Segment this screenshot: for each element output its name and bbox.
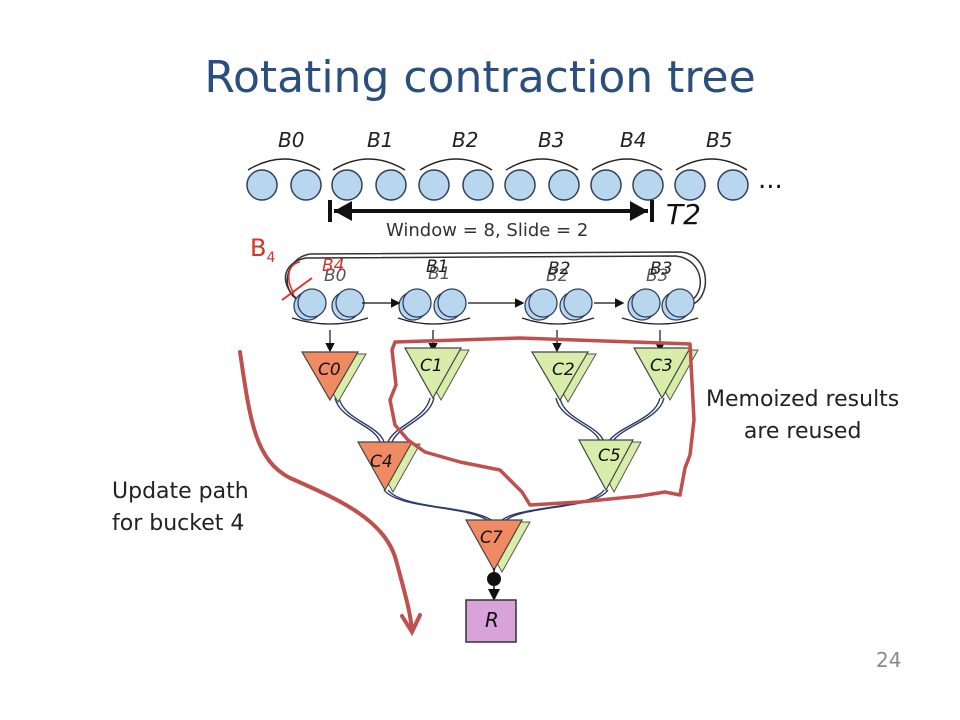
root-node-box [465, 599, 517, 643]
tree-bubble-2-0 [528, 288, 558, 318]
top-bucket-label-3: B3 [538, 128, 565, 152]
top-bucket-bubbles [246, 169, 749, 201]
update-note-line-2: for bucket 4 [112, 511, 245, 536]
node-label-c4: C4 [370, 452, 393, 472]
tree-bucket-shadow-label-3: B3 [646, 266, 669, 286]
window-label: Window = 8, Slide = 2 [386, 220, 589, 241]
top-bubble-0 [246, 169, 278, 201]
node-c7 [464, 519, 524, 572]
ellipsis: ... [758, 165, 783, 195]
top-bracket-1 [332, 158, 406, 171]
tree-bubble-0-1 [335, 288, 365, 318]
tree-bucket-label-2: B2 [548, 259, 571, 279]
top-bubble-6 [504, 169, 536, 201]
node-label-c0: C0 [318, 360, 341, 380]
node-c4 [356, 441, 414, 492]
new-bucket-label-base: B [250, 234, 267, 262]
node-label-c7: C7 [480, 528, 503, 548]
node-c0 [300, 351, 360, 402]
tree-edges [334, 397, 665, 523]
top-bubble-2 [331, 169, 363, 201]
tree-bucket-shadow-label-0: B0 [324, 266, 347, 286]
window-arrow [328, 200, 654, 222]
update-note-line-1: Update path [112, 479, 249, 504]
node-label-c3: C3 [650, 356, 673, 376]
top-bracket-0 [247, 158, 321, 171]
node-label-c2: C2 [552, 360, 575, 380]
root-label: R [485, 608, 499, 632]
tree-bubble-3-0 [631, 288, 661, 318]
top-bubble-4 [418, 169, 450, 201]
contraction-nodes [300, 347, 699, 574]
memoized-note-line-2: are reused [743, 419, 862, 444]
top-bucket-label-5: B5 [706, 128, 733, 152]
tree-bubble-2-1 [563, 288, 593, 318]
top-bubble-5 [462, 169, 494, 201]
top-bubble-7 [548, 169, 580, 201]
new-bucket-label: B4 [250, 234, 275, 266]
node-c2 [530, 351, 590, 402]
top-bracket-3 [505, 158, 579, 171]
update-note: Update path for bucket 4 [112, 476, 249, 540]
top-bubble-3 [375, 169, 407, 201]
node-label-c5: C5 [598, 446, 621, 466]
tree-bucket-shadow-label-1: B1 [428, 264, 451, 284]
node-label-c1: C1 [420, 356, 443, 376]
tree-bucket-bubbles [293, 288, 695, 321]
update-path-arrow [238, 350, 422, 637]
node-c5 [577, 439, 635, 492]
page-number: 24 [876, 648, 902, 672]
tree-bucket-label-1: B1 [426, 257, 449, 277]
top-bracket-2 [419, 158, 493, 171]
tree-bubble-1-1 [437, 288, 467, 318]
top-bucket-brackets [247, 158, 748, 171]
tree-bucket-shadow-label-2: B2 [546, 266, 569, 286]
top-bucket-label-1: B1 [367, 128, 394, 152]
memoized-note: Memoized results are reused [706, 384, 899, 448]
top-bubble-10 [674, 169, 706, 201]
top-bucket-label-0: B0 [278, 128, 305, 152]
tree-bucket-label-0: B4 [322, 256, 345, 276]
new-bucket-label-sub: 4 [266, 249, 276, 266]
top-bubble-11 [717, 169, 749, 201]
node-c3 [632, 347, 692, 400]
top-bubble-1 [290, 169, 322, 201]
memoized-region-outline [388, 336, 696, 507]
tree-bucket-label-3: B3 [650, 259, 673, 279]
top-bracket-5 [675, 158, 748, 171]
root-link [487, 568, 501, 601]
memoized-note-line-1: Memoized results [706, 387, 900, 412]
top-bubble-8 [590, 169, 622, 201]
tree-bubble-0-0 [297, 288, 327, 318]
top-bucket-label-4: B4 [620, 128, 647, 152]
bucket-to-node-arrows [325, 330, 665, 353]
tree-bubble-1-0 [402, 288, 432, 318]
time-label: T2 [666, 198, 701, 231]
slide-title: Rotating contraction tree [204, 52, 756, 103]
tree-bucket-brackets [291, 317, 699, 325]
strike-mark [281, 277, 313, 301]
top-bracket-4 [591, 158, 663, 171]
top-bucket-label-2: B2 [452, 128, 479, 152]
node-c1 [403, 347, 463, 400]
tree-bubble-3-1 [665, 288, 695, 318]
rotation-arrows [284, 251, 707, 306]
top-bubble-9 [632, 169, 664, 201]
